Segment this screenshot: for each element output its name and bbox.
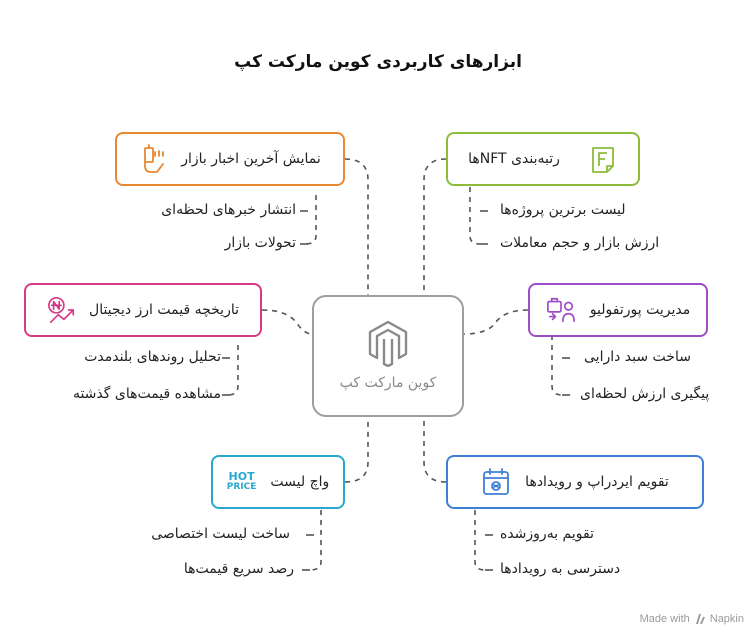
portfolio-item-2: پیگیری ارزش لحظه‌ای [580, 386, 710, 402]
connector-news-items [304, 195, 317, 245]
nft-item-2: ارزش بازار و حجم معاملات [500, 235, 660, 251]
card-calendar-label: تقویم ایردراپ و رویدادها [525, 474, 669, 490]
card-watchlist-label: واچ لیست [270, 474, 330, 490]
made-with-label: Made with [639, 613, 690, 625]
card-portfolio[interactable]: مدیریت پورتفولیو [528, 283, 708, 337]
calendar-item-2: دسترسی به رویدادها [500, 561, 621, 577]
center-node: کوین مارکت کپ [312, 295, 464, 417]
connector-news [344, 158, 369, 295]
card-portfolio-label: مدیریت پورتفولیو [589, 302, 691, 318]
card-nft[interactable]: رتبه‌بندی NFTها [446, 132, 640, 186]
card-nft-label: رتبه‌بندی NFTها [468, 151, 560, 167]
card-history-label: تاریخچه قیمت ارز دیجیتال [89, 302, 239, 318]
card-history[interactable]: تاریخچه قیمت ارز دیجیتال [24, 283, 262, 337]
napkin-brand-label: Napkin [709, 613, 744, 625]
watchlist-item-2: رصد سریع قیمت‌ها [183, 561, 294, 577]
connector-portfolio-items [551, 335, 563, 396]
napkin-logo-icon [695, 614, 705, 624]
magento-hexagon-icon [368, 320, 408, 367]
connector-calendar [423, 417, 447, 483]
connector-calendar-items [474, 510, 486, 571]
news-item-2: تحولات بازار [224, 235, 296, 251]
portfolio-briefcase-icon [546, 295, 576, 325]
connector-watchlist-items [309, 510, 322, 571]
hand-ticket-icon [139, 144, 169, 174]
history-item-2: مشاهده قیمت‌های گذشته [72, 386, 221, 402]
card-news-label: نمایش آخرین اخبار بازار [181, 151, 321, 167]
hot-price-icon: HOT PRICE [226, 470, 257, 492]
napkin-watermark[interactable]: Made with Napkin [640, 613, 744, 625]
calendar-item-1: تقویم به‌روزشده [500, 526, 594, 542]
calendar-icon [481, 467, 511, 497]
card-watchlist[interactable]: واچ لیست HOT PRICE [211, 455, 345, 509]
portfolio-item-1: ساخت سبد دارایی [584, 349, 691, 365]
connector-history [261, 309, 313, 335]
connector-history-items [227, 345, 239, 396]
center-label: کوین مارکت کپ [339, 375, 437, 391]
connector-nft-items [469, 187, 481, 245]
coin-chart-icon [47, 295, 77, 325]
page-title: ابزارهای کاربردی کوین مارکت کپ [234, 52, 522, 72]
connector-portfolio [463, 309, 529, 335]
nft-card-icon [588, 144, 618, 174]
card-news[interactable]: نمایش آخرین اخبار بازار [115, 132, 345, 186]
connector-nft [423, 158, 447, 295]
watchlist-item-1: ساخت لیست اختصاصی [151, 526, 290, 542]
history-item-1: تحلیل روندهای بلندمدت [84, 349, 221, 365]
nft-item-1: لیست برترین پروژه‌ها [500, 202, 626, 218]
connector-watchlist [344, 417, 369, 483]
card-calendar[interactable]: تقویم ایردراپ و رویدادها [446, 455, 704, 509]
news-item-1: انتشار خبرهای لحظه‌ای [161, 202, 296, 218]
